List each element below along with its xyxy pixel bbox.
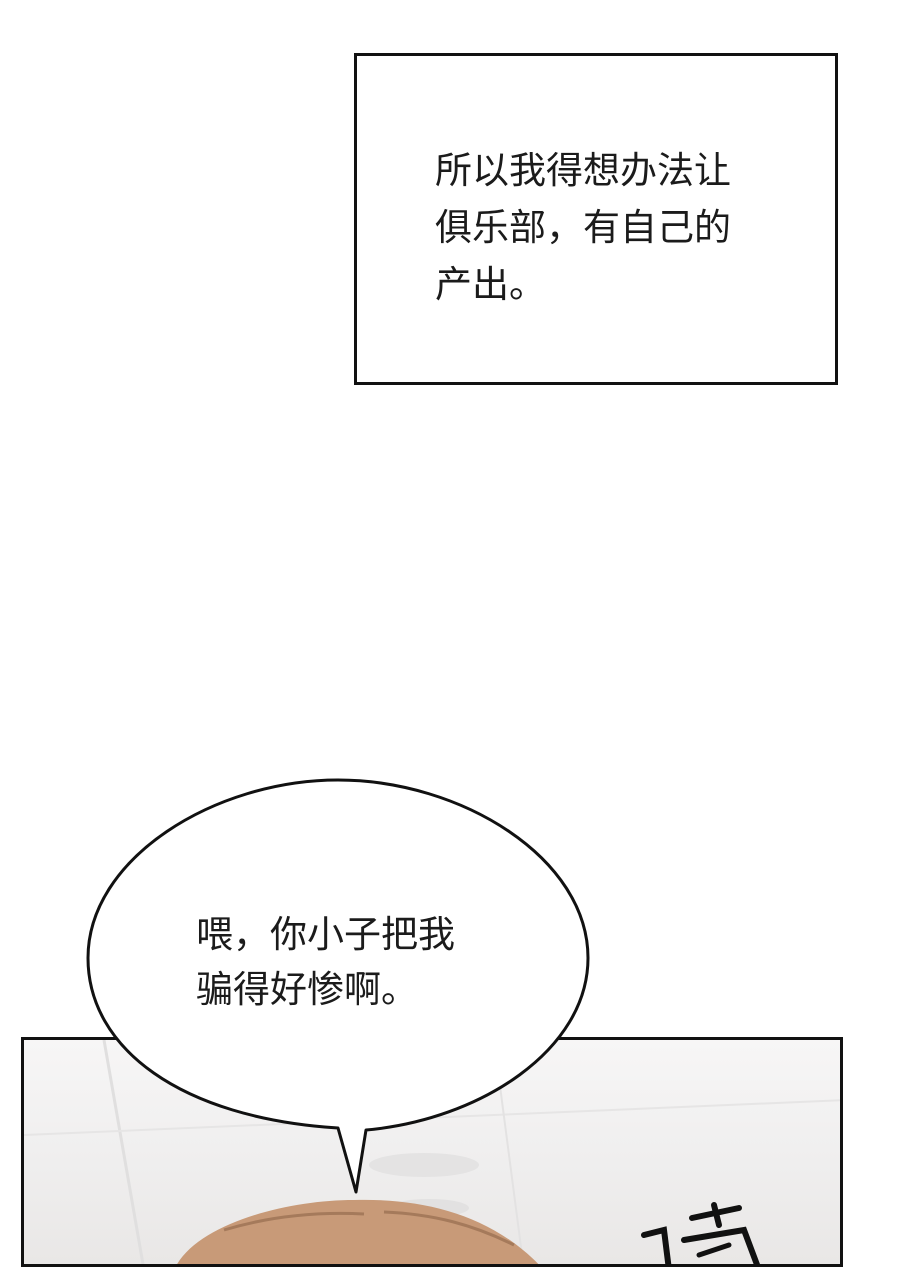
narration-line: 俱乐部，有自己的 [435, 206, 731, 249]
narration-line: 产出。 [435, 263, 546, 306]
narration-line: 所以我得想办法让 [435, 149, 731, 192]
ceiling-light [369, 1153, 479, 1177]
speech-line: 喂，你小子把我 [196, 913, 455, 956]
narration-text: 所以我得想办法让 俱乐部，有自己的 产出。 [435, 142, 775, 313]
narration-caption-box: 所以我得想办法让 俱乐部，有自己的 产出。 [354, 53, 838, 385]
speech-line: 骗得好惨啊。 [196, 968, 418, 1011]
speech-bubble-text: 喂，你小子把我 骗得好惨啊。 [196, 907, 516, 1017]
